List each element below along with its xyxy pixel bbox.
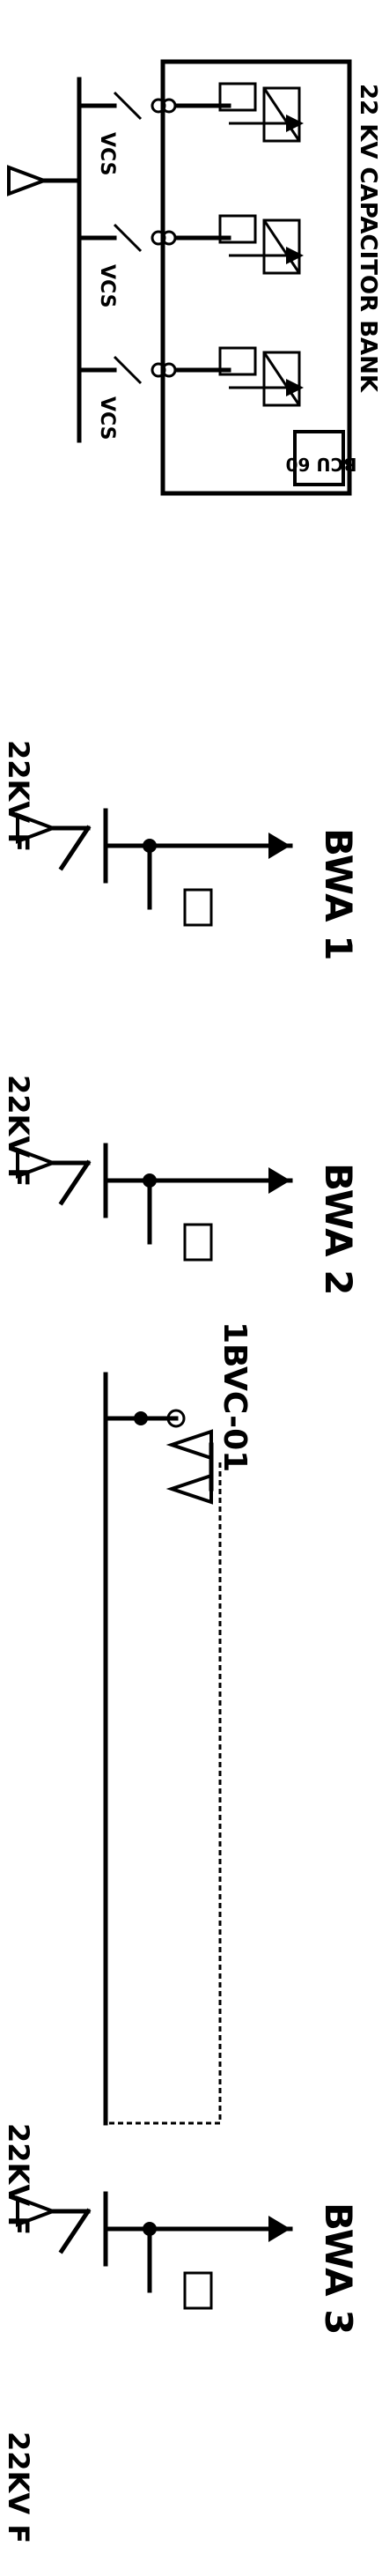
bottom-fragment-text: 22KV F	[2, 2432, 35, 2543]
feeder-1: 22KV F BWA 1	[2, 740, 360, 961]
feeder-3: 22KV F BWA 3	[2, 2123, 360, 2335]
capacitor-branch-2	[77, 214, 304, 275]
bus-coupler: 1BVC-01	[103, 1321, 253, 2126]
feeder-2: 22KV F BWA 2	[2, 1075, 360, 1296]
cable-run	[106, 1462, 222, 2125]
feeder-2-label: BWA 2	[317, 1163, 360, 1296]
incomer-arrow-icon	[7, 165, 49, 196]
bcu-relay-box	[293, 430, 345, 486]
relay-label: BCU 60	[286, 454, 357, 475]
vcs-label-1: VCS	[96, 132, 118, 175]
capacitor-branch-1	[77, 82, 304, 143]
bus-coupler-label: 1BVC-01	[217, 1321, 253, 1472]
capacitor-bank-panel: BCU 60 VCS VCS VCS 22 KV CAPACITOR BANK	[7, 59, 381, 496]
feeder-3-label: BWA 3	[317, 2202, 360, 2335]
feeder-1-label: BWA 1	[317, 828, 360, 961]
vcs-label-2: VCS	[96, 264, 118, 307]
vcs-label-3: VCS	[96, 396, 118, 440]
capacitor-bank-caption: 22 KV CAPACITOR BANK	[355, 84, 381, 393]
capacitor-branch-3	[77, 346, 304, 407]
